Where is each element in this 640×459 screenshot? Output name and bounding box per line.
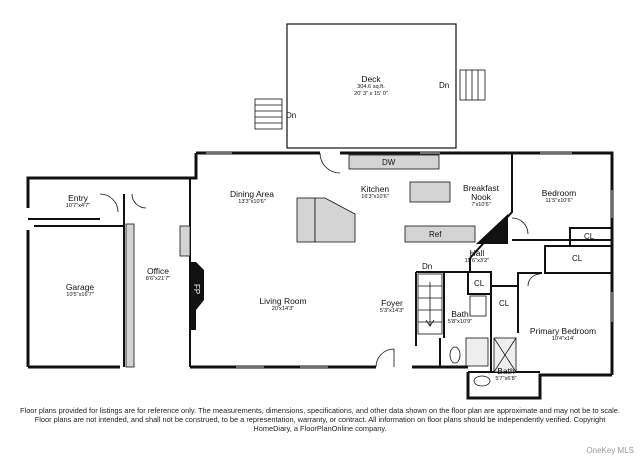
deck-stairs-left — [254, 98, 283, 130]
bath-name: Bath — [451, 309, 469, 319]
bedroom-closet-label: CL — [584, 232, 595, 241]
deck-name: Deck — [361, 74, 381, 84]
deck-dn-right-label: Dn — [439, 81, 450, 90]
hall-label: Hall 15'6"x3'2" — [457, 249, 497, 265]
deck-dn-left-label: Dn — [286, 111, 297, 120]
deck-dims: 20' 3" x 15' 0" — [354, 90, 388, 97]
exterior-walls — [26, 151, 614, 400]
bedroom-dims: 11'5"x10'6" — [545, 197, 573, 204]
doors — [99, 152, 541, 368]
dining-area-name: Dining Area — [230, 189, 274, 199]
office-label: Office 8'6"x21'7" — [138, 267, 178, 283]
primary-bath-dims: 5'7"x6'8" — [495, 375, 517, 382]
interior-walls — [28, 153, 613, 373]
disclaimer-text: Floor plans provided for listings are fo… — [20, 406, 620, 433]
breakfast-nook-dims: 7'x10'6" — [471, 201, 491, 208]
windows — [206, 152, 613, 368]
kitchen-label: Kitchen 16'3"x10'6" — [350, 185, 400, 201]
entry-name: Entry — [68, 193, 88, 203]
foyer-name: Foyer — [381, 298, 403, 308]
hall-dims: 15'6"x3'2" — [464, 257, 490, 264]
kitchen-fixtures — [296, 154, 476, 243]
primary-bath-label: Bath 5'7"x6'8" — [489, 367, 523, 383]
dining-area-dims: 13'3"x10'6" — [238, 198, 266, 205]
garage-name: Garage — [65, 282, 95, 292]
breakfast-nook-name: Breakfast Nook — [463, 183, 499, 202]
hall-name: Hall — [469, 248, 485, 258]
breakfast-nook-label: Breakfast Nook 7'x10'6" — [456, 184, 506, 209]
primary-bath-name: Bath — [497, 366, 515, 376]
ref-label: Ref — [429, 230, 442, 239]
stairs — [417, 273, 443, 335]
bath-label: Bath 5'8"x10'9" — [440, 310, 480, 326]
living-room-name: Living Room — [259, 296, 307, 306]
office-dims: 8'6"x21'7" — [145, 275, 171, 282]
fireplace-label: FP — [192, 284, 201, 295]
primary-bedroom-label: Primary Bedroom 10'4"x14' — [523, 327, 603, 343]
bath-dims: 5'8"x10'9" — [447, 318, 473, 325]
primary-bedroom-dims: 10'4"x14' — [551, 335, 575, 342]
entry-label: Entry 10'7"x4'7" — [58, 194, 98, 210]
garage-dims: 10'5"x16'7" — [66, 291, 94, 298]
office-fixtures — [125, 223, 191, 368]
bath-closet-label: CL — [499, 299, 510, 308]
office-name: Office — [146, 266, 170, 276]
hall-linen-closet-label: CL — [474, 279, 485, 288]
primary-bedroom-name: Primary Bedroom — [529, 326, 597, 336]
living-room-dims: 20'x14'3" — [271, 305, 295, 312]
watermark: OneKey MLS — [586, 446, 634, 455]
bath-fixtures — [449, 295, 517, 387]
garage-label: Garage 10'5"x16'7" — [55, 283, 105, 299]
dining-area-label: Dining Area 13'3"x10'6" — [222, 190, 282, 206]
fireplace — [190, 262, 204, 330]
kitchen-dims: 16'3"x10'6" — [361, 193, 389, 200]
foyer-dims: 5'3"x14'3" — [379, 307, 405, 314]
kitchen-name: Kitchen — [360, 184, 390, 194]
deck-area: 304.6 sq.ft. — [357, 83, 385, 90]
bedroom-label: Bedroom 11'5"x10'6" — [534, 189, 584, 205]
deck-stairs-right — [459, 69, 486, 101]
living-room-label: Living Room 20'x14'3" — [253, 297, 313, 313]
deck — [254, 23, 486, 149]
entry-dims: 10'7"x4'7" — [65, 202, 91, 209]
breakfast-nook-stair — [476, 214, 508, 244]
foyer-label: Foyer 5'3"x14'3" — [372, 299, 412, 315]
hall-closet-label: CL — [572, 254, 583, 263]
stairs-dn-label: Dn — [422, 262, 433, 271]
dishwasher-label: DW — [382, 158, 396, 167]
deck-label: Deck 304.6 sq.ft. 20' 3" x 15' 0" — [336, 75, 406, 98]
bedroom-name: Bedroom — [541, 188, 577, 198]
